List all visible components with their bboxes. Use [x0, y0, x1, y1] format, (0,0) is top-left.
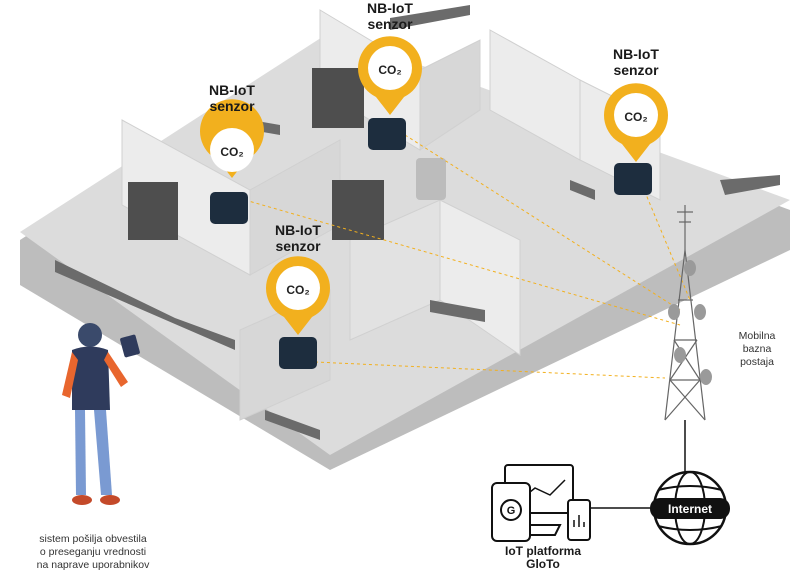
platform-label: IoT platforma GloTo	[504, 544, 581, 571]
sensor-3	[604, 83, 668, 195]
cell-tower-icon	[664, 205, 712, 421]
sensor-1-co2-icon: CO₂	[220, 145, 243, 159]
nb-iot-device-icon	[368, 118, 406, 150]
internet-globe-icon	[650, 470, 730, 546]
sensor-4-co2-icon: CO₂	[286, 283, 309, 297]
sensor-4-label: NB-IoT senzor	[275, 222, 321, 254]
sensor-2	[358, 36, 422, 150]
sensor-3-co2-icon: CO₂	[624, 110, 647, 124]
nb-iot-device-icon	[210, 192, 248, 224]
sensor-1-label: NB-IoT senzor	[209, 82, 255, 114]
internet-label: Internet	[668, 502, 712, 516]
sensor-1	[200, 99, 264, 224]
tower-label: Mobilna bazna postaja	[738, 330, 776, 368]
sensor-2-co2-icon: CO₂	[378, 63, 401, 77]
sensor-4	[266, 256, 330, 369]
sensor-3-label: NB-IoT senzor	[613, 46, 659, 78]
nb-iot-device-icon	[614, 163, 652, 195]
network-lines	[590, 420, 686, 509]
iot-platform-devices	[491, 464, 591, 542]
person-caption: sistem pošilja obvestila o preseganju vr…	[36, 533, 150, 571]
nb-iot-device-icon	[279, 337, 317, 369]
person-with-phone	[62, 323, 140, 505]
sensor-2-label: NB-IoT senzor	[367, 0, 413, 32]
platform-logo-icon: G	[507, 505, 516, 517]
